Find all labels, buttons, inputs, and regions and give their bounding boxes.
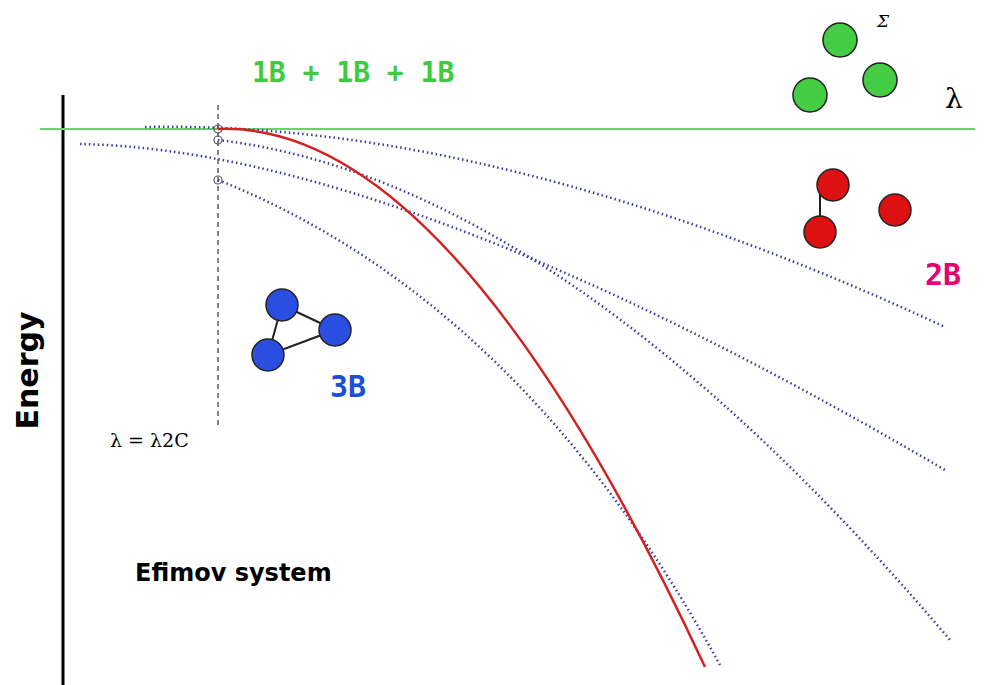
green-particle [823, 23, 857, 57]
critical-points [214, 125, 222, 184]
blue-particle [266, 289, 298, 321]
energy-axis [62, 95, 65, 685]
channel-label: 3B [330, 370, 366, 403]
red-particle [817, 169, 849, 201]
critical-line [217, 105, 218, 425]
threshold-line [40, 128, 975, 130]
axis-title: Energy [11, 311, 44, 429]
blue-particle [252, 339, 284, 371]
dotted-curve [218, 180, 720, 665]
axis-label: λ [945, 84, 963, 115]
particles [252, 23, 911, 371]
channel-label: 1B + 1B + 1B [252, 58, 454, 89]
green-particle [863, 63, 897, 97]
channel-label: 2B [925, 258, 961, 291]
point [214, 125, 222, 133]
symbol-label: Σ [877, 12, 889, 31]
efimov-curves [80, 127, 950, 665]
point [214, 136, 222, 144]
dotted-curve [145, 127, 945, 327]
critical-label: λ = λ2C [108, 430, 191, 451]
red-particle [804, 216, 836, 248]
point [214, 176, 222, 184]
caption-label: Efimov system [135, 560, 332, 586]
green-particle [793, 78, 827, 112]
blue-particle [319, 314, 351, 346]
red-particle [879, 194, 911, 226]
dotted-curve [80, 144, 945, 470]
